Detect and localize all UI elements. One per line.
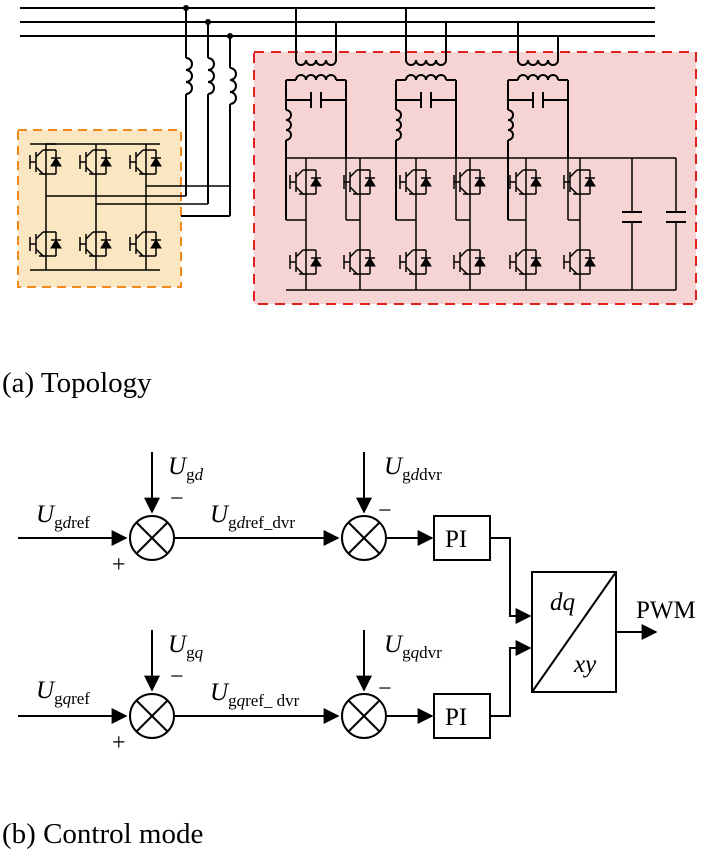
- q-summing-junction-1: [129, 693, 175, 739]
- ugdref-label: Ugdref: [36, 501, 90, 532]
- d-summing-junction-1: [129, 515, 175, 561]
- minus-sign-q1: −: [170, 664, 184, 690]
- ugqref-dvr-label: Ugqref_ dvr: [210, 679, 300, 710]
- ugqref-label: Ugqref: [36, 677, 90, 708]
- plus-sign-q: +: [112, 730, 126, 756]
- control-caption: (b) Control mode: [2, 818, 203, 850]
- shunt-converter-switches: [29, 143, 230, 271]
- transform-top-label: dq: [550, 589, 575, 616]
- ugdref-dvr-label: Ugdref_dvr: [210, 501, 295, 532]
- pi-d-to-transform-line: [490, 537, 532, 624]
- shunt-inductors: [181, 5, 237, 217]
- shunt-converter-box: [17, 129, 182, 288]
- ugddvr-label: Ugddvr: [384, 453, 442, 484]
- pi-label-d: PI: [445, 526, 467, 553]
- series-converter-switches: [286, 157, 686, 291]
- pwm-label: PWM: [636, 597, 696, 624]
- ugq-label: Ugq: [168, 631, 204, 662]
- minus-sign-d2: −: [378, 498, 392, 524]
- pi-label-q: PI: [445, 704, 467, 731]
- series-phase-3: [507, 22, 569, 220]
- series-phase-2: [395, 8, 457, 220]
- minus-sign-d1: −: [170, 486, 184, 512]
- topology-caption: (a) Topology: [2, 367, 152, 399]
- topology-diagram: [17, 5, 697, 305]
- ugqdvr-label: Ugqdvr: [384, 631, 442, 662]
- minus-sign-q2: −: [378, 676, 392, 702]
- transform-diagonal: [531, 571, 617, 693]
- plus-sign-d: +: [112, 552, 126, 578]
- pi-q-to-transform-line: [490, 640, 532, 717]
- transform-bottom-label: xy: [573, 651, 597, 678]
- ugd-label: Ugd: [168, 453, 204, 484]
- series-phase-1: [285, 8, 347, 220]
- control-diagram: Ugdref Ugd Ugdref_dvr Ugddvr Ugqref Ugq …: [18, 452, 696, 756]
